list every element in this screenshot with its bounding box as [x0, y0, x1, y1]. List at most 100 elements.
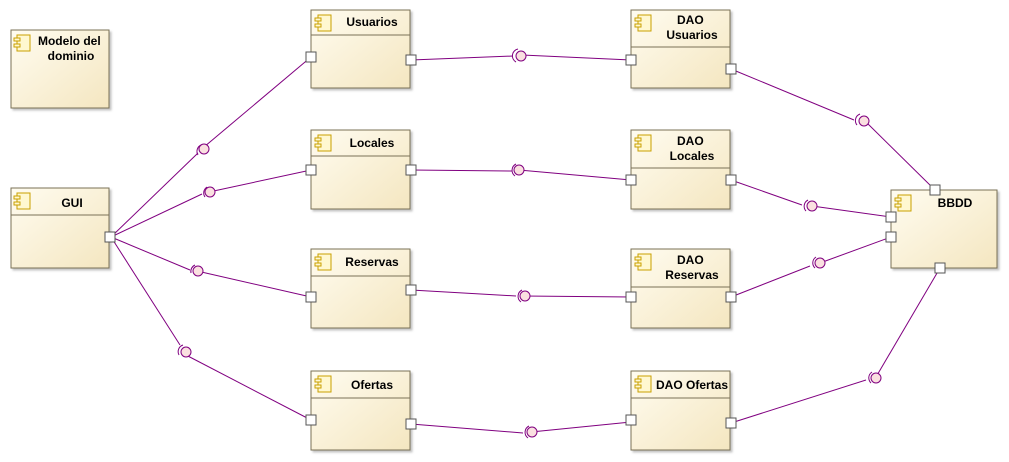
port[interactable] — [725, 174, 737, 186]
interface-ball[interactable] — [180, 346, 192, 358]
port[interactable] — [305, 51, 317, 63]
connector-daousuarios-bbdd-provider[interactable] — [865, 121, 936, 191]
interface-ball[interactable] — [192, 265, 204, 277]
interface-ball[interactable] — [814, 257, 826, 269]
component-title: DAO Reservas — [665, 253, 719, 282]
connector-daousuarios-bbdd[interactable] — [730, 68, 855, 121]
interface-socket[interactable] — [177, 344, 184, 356]
component-icon — [634, 375, 652, 393]
connector-daoreservas-bbdd[interactable] — [730, 265, 811, 298]
connector-gui-reservas-provider[interactable] — [196, 270, 312, 298]
connector-ofertas-dao[interactable] — [410, 423, 524, 434]
component-title: Usuarios — [346, 15, 398, 29]
interface-ball[interactable] — [870, 372, 882, 384]
port[interactable] — [725, 417, 737, 429]
connector-gui-ofertas[interactable] — [110, 236, 181, 346]
interface-ball[interactable] — [204, 186, 216, 198]
interface-ball[interactable] — [858, 115, 870, 127]
connector-daolocales-bbdd-provider[interactable] — [811, 205, 892, 218]
component-title: Ofertas — [351, 378, 393, 392]
port[interactable] — [405, 54, 417, 66]
interface-socket[interactable] — [196, 144, 202, 156]
component-title: Reservas — [345, 255, 399, 269]
port[interactable] — [305, 291, 317, 303]
interface-socket[interactable] — [511, 48, 519, 63]
component-icon — [314, 375, 332, 393]
component-modelo-del-dominio[interactable]: Modelo del dominio — [10, 29, 110, 109]
connector-gui-ofertas-provider[interactable] — [183, 353, 312, 421]
port[interactable] — [885, 211, 897, 223]
interface-ball[interactable] — [526, 426, 538, 438]
interface-socket[interactable] — [803, 199, 809, 212]
interface-socket[interactable] — [190, 264, 196, 274]
component-icon — [314, 134, 332, 152]
interface-balls — [180, 50, 882, 438]
connector-daolocales-bbdd[interactable] — [730, 179, 803, 206]
connector-locales-dao[interactable] — [410, 169, 513, 172]
connector-gui-reservas[interactable] — [110, 236, 191, 271]
component-ofertas[interactable]: Ofertas — [305, 370, 417, 451]
component-bbdd[interactable]: BBDD — [885, 184, 998, 274]
interface-socket[interactable] — [854, 113, 861, 126]
component-gui[interactable]: GUI — [10, 187, 116, 269]
connector-daoreservas-bbdd-provider[interactable] — [819, 236, 892, 264]
connectors — [110, 54, 941, 434]
component-icon — [13, 34, 31, 52]
component-usuarios[interactable]: Usuarios — [305, 9, 417, 89]
port[interactable] — [725, 63, 737, 75]
component-dao-locales[interactable]: DAO Locales — [625, 129, 737, 210]
port[interactable] — [625, 174, 637, 186]
port[interactable] — [104, 231, 116, 243]
component-icon — [634, 253, 652, 271]
port[interactable] — [625, 291, 637, 303]
port[interactable] — [885, 231, 897, 243]
component-title: GUI — [61, 196, 82, 210]
interface-ball[interactable] — [806, 200, 818, 212]
port[interactable] — [929, 184, 941, 196]
component-dao-usuarios[interactable]: DAO Usuarios — [625, 9, 737, 89]
connector-gui-usuarios-provider[interactable] — [203, 56, 312, 148]
component-reservas[interactable]: Reservas — [305, 248, 417, 329]
connector-gui-usuarios[interactable] — [110, 152, 199, 238]
interface-socket[interactable] — [524, 425, 530, 439]
port[interactable] — [725, 291, 737, 303]
interface-ball[interactable] — [198, 143, 210, 155]
interface-ball[interactable] — [519, 290, 531, 302]
component-icon — [13, 192, 31, 210]
port[interactable] — [305, 164, 317, 176]
connector-usuarios-dao[interactable] — [410, 55, 514, 61]
connector-daoofertas-bbdd-provider[interactable] — [875, 267, 941, 378]
interface-ball[interactable] — [515, 50, 527, 62]
connector-ofertas-dao-provider[interactable] — [530, 421, 632, 433]
connector-daoofertas-bbdd[interactable] — [730, 379, 867, 424]
port[interactable] — [405, 284, 417, 296]
component-title: BBDD — [938, 196, 973, 210]
port[interactable] — [405, 164, 417, 176]
component-title: DAO Usuarios — [666, 13, 718, 42]
interface-socket[interactable] — [812, 256, 817, 269]
connector-usuarios-dao-provider[interactable] — [521, 54, 632, 61]
port[interactable] — [405, 418, 417, 430]
interface-socket[interactable] — [203, 186, 208, 198]
port[interactable] — [305, 414, 317, 426]
connector-gui-locales-provider[interactable] — [208, 169, 312, 193]
component-dao-ofertas[interactable]: DAO Ofertas — [625, 370, 737, 451]
interface-socket[interactable] — [868, 371, 873, 384]
interface-ball[interactable] — [513, 164, 525, 176]
interface-socket[interactable] — [511, 163, 517, 177]
connector-reservas-dao-provider[interactable] — [522, 295, 632, 298]
component-icon — [634, 134, 652, 152]
connector-gui-locales[interactable] — [110, 193, 203, 238]
interface-socket[interactable] — [517, 289, 523, 303]
port[interactable] — [625, 54, 637, 66]
component-icon — [314, 14, 332, 32]
port[interactable] — [934, 262, 946, 274]
component-dao-reservas[interactable]: DAO Reservas — [625, 248, 737, 329]
connector-locales-dao-provider[interactable] — [518, 169, 632, 181]
component-title: Locales — [350, 136, 395, 150]
port[interactable] — [625, 414, 637, 426]
component-locales[interactable]: Locales — [305, 129, 417, 210]
connector-reservas-dao[interactable] — [410, 289, 517, 297]
